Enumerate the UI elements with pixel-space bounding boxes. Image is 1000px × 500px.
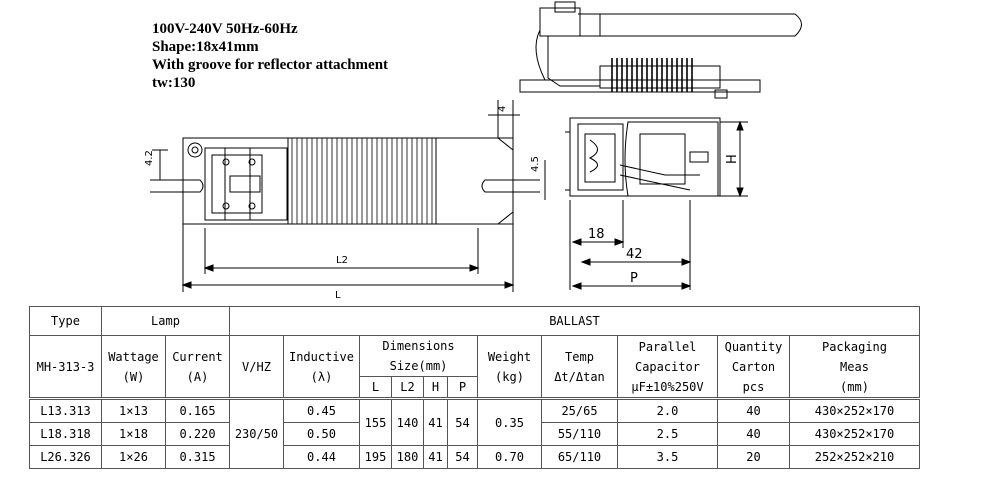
header-type: Type [29, 306, 102, 336]
cell-temp: 55/110 [541, 422, 618, 446]
cell-inductive: 0.45 [283, 398, 360, 423]
header-vhz: V/HZ [229, 335, 284, 400]
header-current: Current(A) [165, 335, 230, 400]
cell-inductive: 0.44 [283, 445, 360, 469]
dim-42-label: 42 [626, 247, 643, 262]
spec-tw: tw:130 [152, 75, 196, 91]
ballast-front-view [150, 100, 546, 292]
dim-L-label: L [335, 290, 341, 301]
cell-dim-L2: 140 [391, 398, 424, 446]
dim-4-label: 4 [497, 106, 508, 112]
cell-quantity: 40 [717, 398, 790, 423]
header-dim-P: P [447, 376, 478, 400]
cell-temp: 25/65 [541, 398, 618, 423]
table-row: L26.326 1×26 0.315 0.44 195 180 41 54 0.… [29, 445, 920, 469]
cell-dim-H: 41 [423, 445, 448, 469]
cell-quantity: 40 [717, 422, 790, 446]
cell-weight: 0.70 [477, 445, 542, 469]
cell-temp: 65/110 [541, 445, 618, 469]
header-dim-L2: L2 [391, 376, 424, 400]
cell-packaging: 430×252×170 [789, 398, 920, 423]
cell-type: L26.326 [29, 445, 102, 469]
ballast-3d-sketch [519, 1, 802, 99]
cell-dim-L2: 180 [391, 445, 424, 469]
cell-current: 0.315 [165, 445, 230, 469]
cell-dim-H: 41 [423, 398, 448, 446]
cell-wattage: 1×26 [101, 445, 166, 469]
dim-L2-label: L2 [336, 255, 348, 266]
cell-capacitor: 2.5 [617, 422, 718, 446]
cell-wattage: 1×18 [101, 422, 166, 446]
ballast-spec-table: Type Lamp BALLAST MH-313-3 Wattage(W) Cu… [29, 306, 920, 469]
ballast-side-view [565, 117, 748, 290]
cell-dim-P: 54 [447, 445, 478, 469]
dim-18-label: 18 [588, 227, 605, 242]
cell-current: 0.220 [165, 422, 230, 446]
spec-groove: With groove for reflector attachment [152, 57, 389, 73]
cell-packaging: 252×252×210 [789, 445, 920, 469]
spec-text-block: 100V-240V 50Hz-60Hz Shape:18x41mm With g… [152, 20, 388, 92]
dim-4-2-label: 4.2 [144, 150, 155, 166]
cell-weight: 0.35 [477, 398, 542, 446]
cell-quantity: 20 [717, 445, 790, 469]
cell-vhz: 230/50 [229, 398, 284, 469]
cell-wattage: 1×13 [101, 398, 166, 423]
table-row: L13.313 1×13 0.165 230/50 0.45 155 140 4… [29, 398, 920, 469]
cell-current: 0.165 [165, 398, 230, 423]
header-inductive: Inductive(λ) [283, 335, 360, 400]
cell-capacitor: 3.5 [617, 445, 718, 469]
spec-shape: Shape:18x41mm [152, 39, 259, 55]
dim-H-label: H [725, 154, 740, 164]
header-dim-H: H [423, 376, 448, 400]
cell-packaging: 430×252×170 [789, 422, 920, 446]
header-dim-L: L [359, 376, 392, 400]
cell-type: L18.318 [29, 422, 102, 446]
technical-drawing: 4.2 4.5 4 L2 L H 18 42 P [144, 1, 802, 301]
cell-dim-L: 195 [359, 445, 392, 469]
dim-4-5-label: 4.5 [530, 156, 541, 172]
header-weight: Weight(kg) [477, 335, 542, 400]
spec-voltage: 100V-240V 50Hz-60Hz [152, 21, 298, 37]
header-wattage: Wattage(W) [101, 335, 166, 400]
header-lamp: Lamp [101, 306, 230, 336]
header-ballast: BALLAST [229, 306, 920, 336]
cell-dim-P: 54 [447, 398, 478, 446]
cell-type: L13.313 [29, 398, 102, 423]
dim-P-label: P [630, 271, 638, 286]
cell-inductive: 0.50 [283, 422, 360, 446]
cell-capacitor: 2.0 [617, 398, 718, 423]
cell-dim-L: 155 [359, 398, 392, 446]
model-cell: MH-313-3 [29, 335, 102, 400]
